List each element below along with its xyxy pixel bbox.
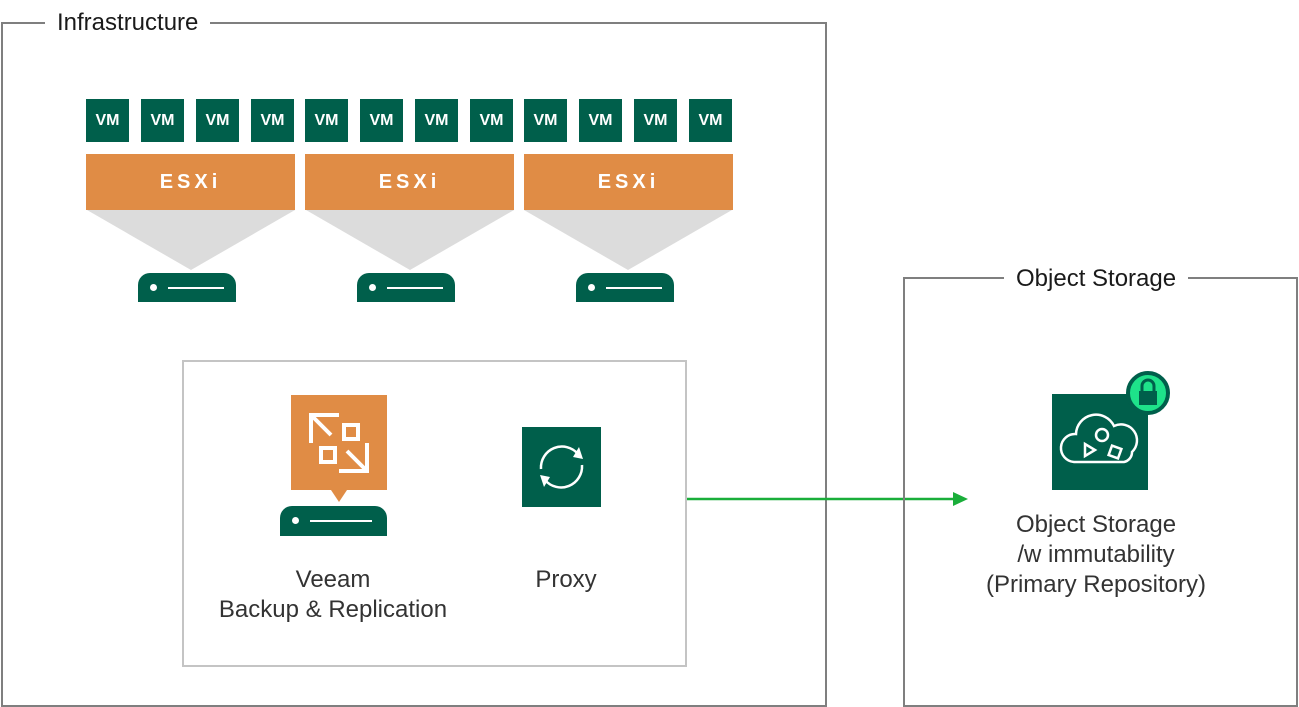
vm-box: VM xyxy=(689,99,732,142)
veeam-backup-icon xyxy=(291,395,387,503)
lock-icon xyxy=(1126,371,1170,415)
object-storage-caption-line3: (Primary Repository) xyxy=(985,571,1207,598)
vm-box: VM xyxy=(579,99,622,142)
object-storage-group xyxy=(903,277,1298,707)
vbr-caption-line2: Backup & Replication xyxy=(218,596,448,623)
vm-box: VM xyxy=(634,99,677,142)
proxy-caption: Proxy xyxy=(535,566,597,593)
infrastructure-label: Infrastructure xyxy=(45,8,211,38)
vm-box: VM xyxy=(86,99,129,142)
vm-box: VM xyxy=(141,99,184,142)
sync-icon xyxy=(522,427,601,507)
server-icon xyxy=(280,506,387,536)
esxi-host: ESXi xyxy=(524,154,733,210)
object-storage-caption-line1: Object Storage xyxy=(1015,511,1177,538)
server-icon xyxy=(357,273,455,302)
vbr-caption-line1: Veeam xyxy=(295,566,371,593)
backup-components-box xyxy=(182,360,687,667)
server-icon xyxy=(576,273,674,302)
vm-box: VM xyxy=(305,99,348,142)
object-storage-caption-line2: /w immutability xyxy=(1017,541,1175,568)
vm-box: VM xyxy=(251,99,294,142)
vm-box: VM xyxy=(470,99,513,142)
vm-box: VM xyxy=(360,99,403,142)
cloud-storage-icon xyxy=(1052,394,1148,490)
vm-box: VM xyxy=(196,99,239,142)
vm-box: VM xyxy=(415,99,458,142)
esxi-host: ESXi xyxy=(305,154,514,210)
infrastructure-group xyxy=(1,22,827,707)
server-icon xyxy=(138,273,236,302)
esxi-host: ESXi xyxy=(86,154,295,210)
vm-box: VM xyxy=(524,99,567,142)
object-storage-label: Object Storage xyxy=(1004,264,1189,294)
